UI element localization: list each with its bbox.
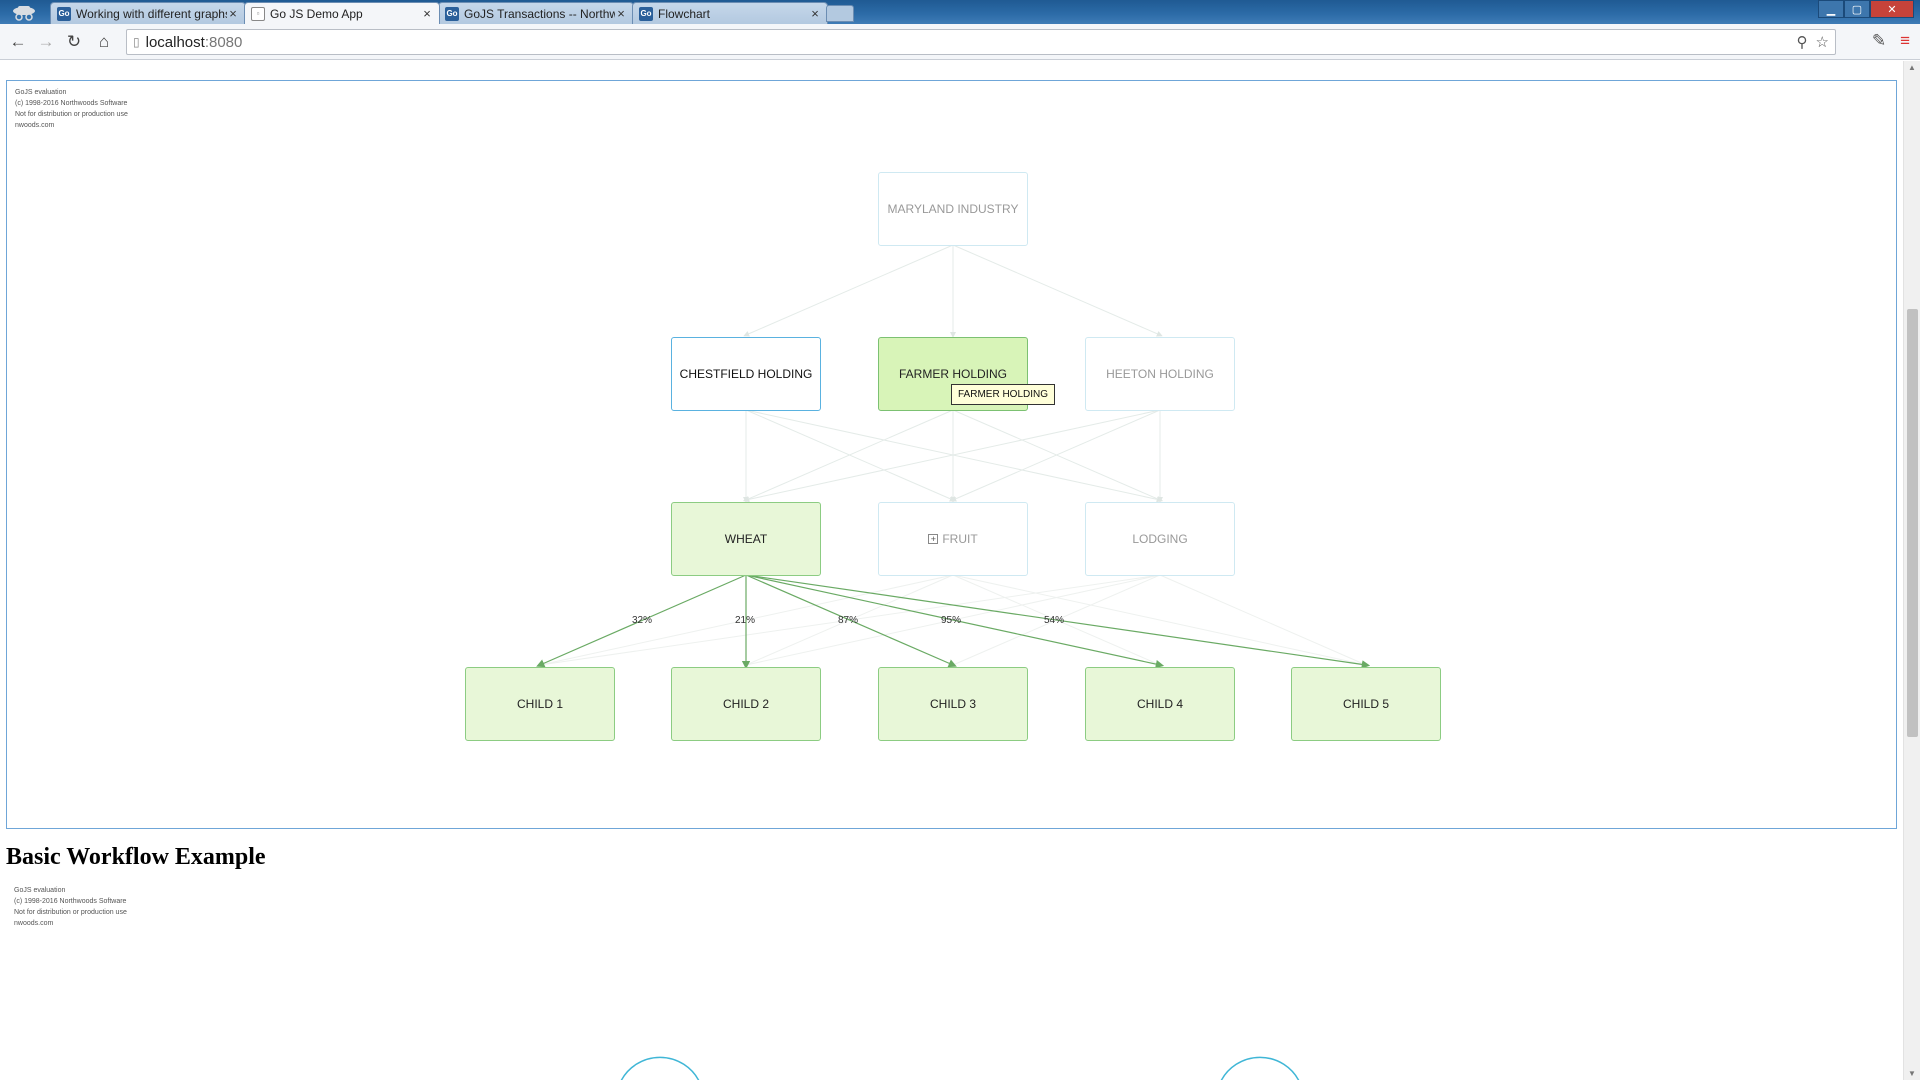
- gojs-favicon-icon: Go: [57, 6, 71, 21]
- tab-close-icon[interactable]: ×: [423, 6, 431, 21]
- node-wheat[interactable]: WHEAT: [671, 502, 821, 576]
- incognito-icon: [6, 2, 42, 24]
- tab-flowchart[interactable]: Go Flowchart ×: [632, 2, 828, 24]
- diagram-links: 32% 21% 87% 95% 54%: [536, 244, 1371, 670]
- window-controls: ▁ ▢ ✕: [1818, 0, 1914, 18]
- gojs-favicon-icon: Go: [445, 6, 459, 21]
- home-icon[interactable]: ⌂: [98, 32, 110, 51]
- page-viewport: GoJS evaluation (c) 1998-2016 Northwoods…: [0, 61, 1903, 1080]
- tab-close-icon[interactable]: ×: [229, 6, 237, 21]
- tab-gojs-transactions[interactable]: Go GoJS Transactions -- Northwoods ×: [438, 2, 634, 24]
- extension-icon[interactable]: ✎: [1871, 31, 1887, 50]
- scroll-up-icon[interactable]: ▲: [1908, 63, 1916, 72]
- node-heeton-holding[interactable]: HEETON HOLDING: [1085, 337, 1235, 411]
- tab-title: GoJS Transactions -- Northwoods: [464, 6, 615, 21]
- tab-gojs-demo-app[interactable]: ▫ Go JS Demo App ×: [244, 2, 440, 24]
- gojs-watermark: GoJS evaluation (c) 1998-2016 Northwoods…: [15, 89, 128, 129]
- node-maryland-industry[interactable]: MARYLAND INDUSTRY: [878, 172, 1028, 246]
- workflow-diagram[interactable]: GoJS evaluation (c) 1998-2016 Northwoods…: [6, 883, 1897, 1080]
- back-arrow-icon[interactable]: ←: [9, 32, 27, 51]
- maximize-icon[interactable]: ▢: [1844, 0, 1870, 18]
- node-child-5[interactable]: CHILD 5: [1291, 667, 1441, 741]
- node-child-3[interactable]: CHILD 3: [878, 667, 1028, 741]
- minimize-icon[interactable]: ▁: [1818, 0, 1844, 18]
- node-label: FRUIT: [942, 532, 978, 546]
- tab-working-with-graphs[interactable]: Go Working with different graphs ×: [50, 2, 246, 24]
- link-label: 87%: [838, 615, 858, 626]
- address-bar[interactable]: ▯ localhost:8080 ⚲ ☆: [126, 29, 1836, 55]
- new-tab-button[interactable]: [826, 5, 854, 22]
- reload-icon[interactable]: ↻: [66, 32, 82, 51]
- bookmark-star-icon[interactable]: ☆: [1815, 34, 1829, 51]
- node-child-2[interactable]: CHILD 2: [671, 667, 821, 741]
- menu-icon[interactable]: ≡: [1900, 31, 1910, 50]
- node-fruit[interactable]: + FRUIT: [878, 502, 1028, 576]
- expand-plus-icon[interactable]: +: [928, 534, 939, 544]
- node-lodging[interactable]: LODGING: [1085, 502, 1235, 576]
- section-heading: Basic Workflow Example: [6, 844, 266, 870]
- tab-title: Working with different graphs: [76, 6, 227, 21]
- page-icon: ▯: [133, 35, 140, 49]
- tab-title: Go JS Demo App: [270, 6, 363, 21]
- url-text: localhost:8080: [145, 33, 243, 51]
- page-favicon-icon: ▫: [251, 6, 265, 21]
- cut-off-heading: [6, 61, 12, 76]
- zoom-icon[interactable]: ⚲: [1796, 34, 1808, 51]
- scrollbar-thumb[interactable]: [1907, 309, 1918, 737]
- node-tooltip: FARMER HOLDING: [951, 384, 1056, 405]
- tab-close-icon[interactable]: ×: [811, 6, 819, 21]
- link-label: 54%: [1044, 615, 1064, 626]
- window-close-icon[interactable]: ✕: [1870, 0, 1914, 18]
- node-chestfield-holding[interactable]: CHESTFIELD HOLDING: [671, 337, 821, 411]
- tab-strip: Go Working with different graphs × ▫ Go …: [0, 0, 1920, 24]
- link-label: 21%: [735, 615, 755, 626]
- forward-arrow-icon[interactable]: →: [37, 32, 55, 51]
- link-label: 95%: [941, 615, 961, 626]
- node-child-4[interactable]: CHILD 4: [1085, 667, 1235, 741]
- workflow-shapes: [620, 1056, 1300, 1080]
- vertical-scrollbar[interactable]: ▲ ▼: [1903, 61, 1920, 1080]
- gojs-watermark: GoJS evaluation (c) 1998-2016 Northwoods…: [14, 887, 127, 927]
- node-child-1[interactable]: CHILD 1: [465, 667, 615, 741]
- org-diagram[interactable]: GoJS evaluation (c) 1998-2016 Northwoods…: [6, 80, 1897, 829]
- gojs-favicon-icon: Go: [639, 6, 653, 21]
- link-label: 32%: [632, 615, 652, 626]
- tab-close-icon[interactable]: ×: [617, 6, 625, 21]
- tab-title: Flowchart: [658, 6, 711, 21]
- browser-toolbar: ← → ↻ ⌂ ▯ localhost:8080 ⚲ ☆ ✎ ≡: [0, 24, 1920, 60]
- scroll-down-icon[interactable]: ▼: [1908, 1069, 1916, 1078]
